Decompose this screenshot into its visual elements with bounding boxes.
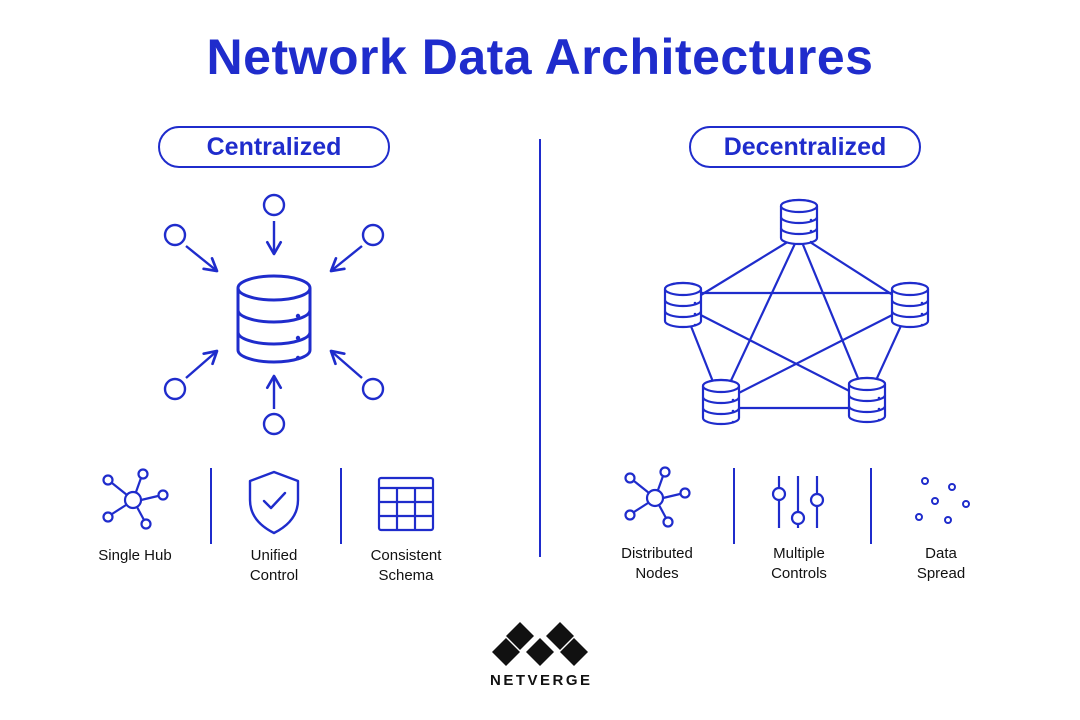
feature-divider xyxy=(870,468,872,544)
feature-divider xyxy=(340,468,342,544)
table-grid-icon xyxy=(377,476,435,532)
shield-check-icon xyxy=(248,470,300,535)
logo-wordmark: NETVERGE xyxy=(490,672,593,689)
feature-label: Data Spread xyxy=(916,545,966,582)
feature-label: Single Hub xyxy=(98,547,172,564)
sliders-icon xyxy=(771,476,825,528)
decentralized-label: Decentralized xyxy=(689,126,921,168)
feature-multiple-controls: Multiple Controls xyxy=(734,466,864,584)
feature-divider xyxy=(210,468,212,544)
page-title: Network Data Architectures xyxy=(206,29,874,85)
feature-label: Unified Control xyxy=(249,547,299,584)
netverge-diamond-logo xyxy=(492,622,588,666)
hub-network-icon xyxy=(102,468,169,530)
feature-label: Consistent Schema xyxy=(370,547,442,584)
feature-distributed-nodes: Distributed Nodes xyxy=(592,466,722,584)
feature-consistent-schema: Consistent Schema xyxy=(341,468,471,586)
hub-network-icon xyxy=(624,466,691,528)
central-database-icon xyxy=(236,274,312,364)
feature-unified-control: Unified Control xyxy=(209,468,339,586)
mesh-database-nodes xyxy=(663,198,930,426)
feature-label: Distributed Nodes xyxy=(621,545,693,582)
feature-data-spread: Data Spread xyxy=(876,466,1006,584)
netverge-logo: NETVERGE xyxy=(490,618,590,689)
scattered-dots-icon xyxy=(915,477,970,524)
centralized-label: Centralized xyxy=(158,126,390,168)
incoming-node-arrows xyxy=(163,193,385,436)
feature-divider xyxy=(733,468,735,544)
feature-single-hub: Single Hub xyxy=(70,468,200,566)
mesh-links xyxy=(681,234,912,410)
section-divider xyxy=(539,139,541,557)
feature-label: Multiple Controls xyxy=(771,545,827,582)
